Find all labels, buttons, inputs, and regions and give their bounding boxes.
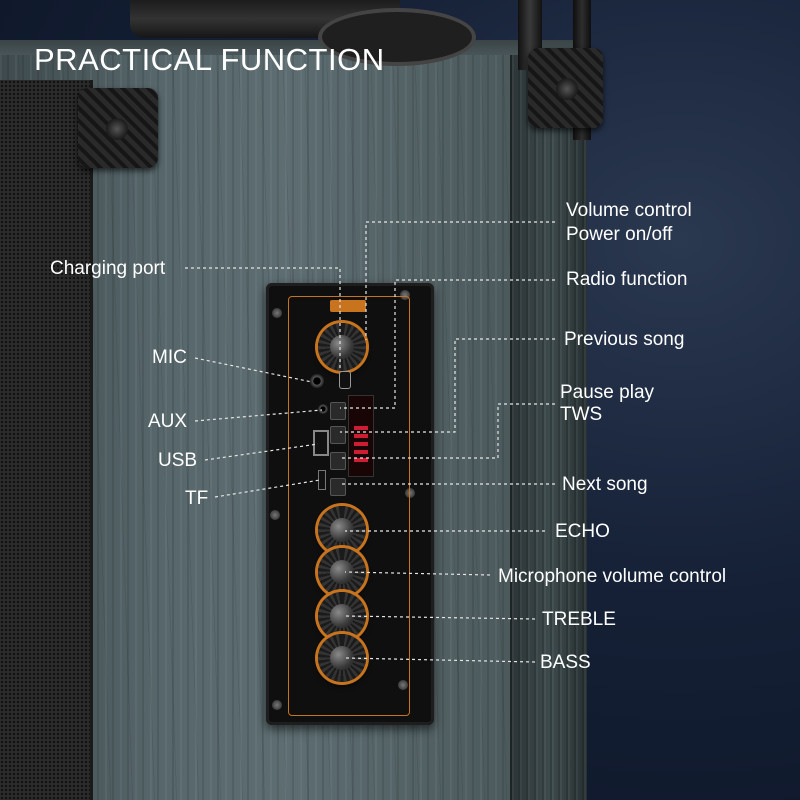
panel-screw xyxy=(398,680,408,690)
aux-jack[interactable] xyxy=(318,404,328,414)
label-echo: ECHO xyxy=(555,521,610,542)
radio-button[interactable] xyxy=(330,402,346,420)
label-power-on-off: Power on/off xyxy=(566,224,673,245)
corner-screw xyxy=(556,78,578,100)
corner-guard-right xyxy=(528,48,603,128)
label-previous-song: Previous song xyxy=(564,329,685,350)
panel-screw xyxy=(270,510,280,520)
next-song-button[interactable] xyxy=(330,478,346,496)
label-usb: USB xyxy=(158,450,198,471)
brand-plate xyxy=(330,300,366,312)
treble-knob[interactable] xyxy=(318,592,366,640)
tf-card-slot[interactable] xyxy=(318,470,326,490)
label-charging-port: Charging port xyxy=(50,258,166,279)
label-treble: TREBLE xyxy=(542,609,616,630)
label-next-song: Next song xyxy=(562,474,648,495)
label-tf: TF xyxy=(185,488,209,509)
label-mic: MIC xyxy=(152,347,187,368)
charging-port[interactable] xyxy=(339,371,351,389)
label-bass: BASS xyxy=(540,652,591,673)
mic-jack[interactable] xyxy=(310,374,324,388)
bass-knob[interactable] xyxy=(318,634,366,682)
mic-volume-knob[interactable] xyxy=(318,548,366,596)
label-tws: TWS xyxy=(560,404,603,425)
corner-guard-left xyxy=(78,88,158,168)
panel-screw xyxy=(272,700,282,710)
volume-knob[interactable] xyxy=(318,323,366,371)
panel-screw xyxy=(272,308,282,318)
label-microphone-volume-control: Microphone volume control xyxy=(498,566,727,587)
label-pause-play: Pause play xyxy=(560,382,655,403)
corner-screw xyxy=(106,118,128,140)
previous-song-button[interactable] xyxy=(330,426,346,444)
handle-ring xyxy=(318,8,476,66)
panel-screw xyxy=(405,488,415,498)
usb-port[interactable] xyxy=(313,430,329,456)
speaker-grille xyxy=(0,80,93,800)
page-title: PRACTICAL FUNCTION xyxy=(34,42,385,77)
label-aux: AUX xyxy=(148,411,188,432)
wood-cabinet-side xyxy=(510,55,587,800)
echo-knob[interactable] xyxy=(318,506,366,554)
label-volume-control: Volume control xyxy=(566,200,692,221)
led-display xyxy=(348,395,374,477)
label-radio-function: Radio function xyxy=(566,269,688,290)
pause-play-button[interactable] xyxy=(330,452,346,470)
